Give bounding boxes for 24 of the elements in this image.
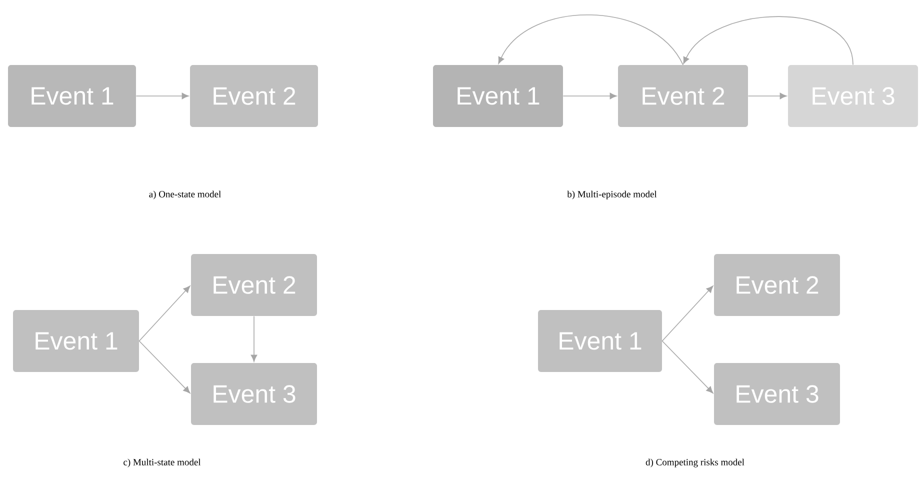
panel-caption: a) One-state model	[149, 190, 221, 200]
arrow	[250, 316, 258, 362]
panel-caption: c) Multi-state model	[124, 458, 201, 468]
event-box: Event 1	[538, 310, 662, 372]
arrow	[136, 92, 189, 100]
event-box: Event 2	[190, 65, 318, 127]
event-box: Event 2	[191, 254, 317, 316]
event-box: Event 2	[714, 254, 840, 316]
arrow	[138, 340, 190, 394]
curved-arrow	[498, 14, 684, 66]
arrow	[662, 286, 714, 342]
curved-arrow	[683, 16, 854, 66]
panel-caption: b) Multi-episode model	[567, 190, 657, 200]
arrow	[662, 340, 714, 394]
arrow	[748, 92, 787, 100]
arrow	[562, 92, 617, 100]
event-box: Event 1	[8, 65, 136, 127]
event-box: Event 2	[618, 65, 748, 127]
panel-caption: d) Competing risks model	[646, 458, 744, 468]
event-box: Event 3	[714, 363, 840, 425]
arrow	[138, 286, 190, 342]
event-box: Event 1	[433, 65, 563, 127]
event-box: Event 1	[13, 310, 139, 372]
event-box: Event 3	[191, 363, 317, 425]
